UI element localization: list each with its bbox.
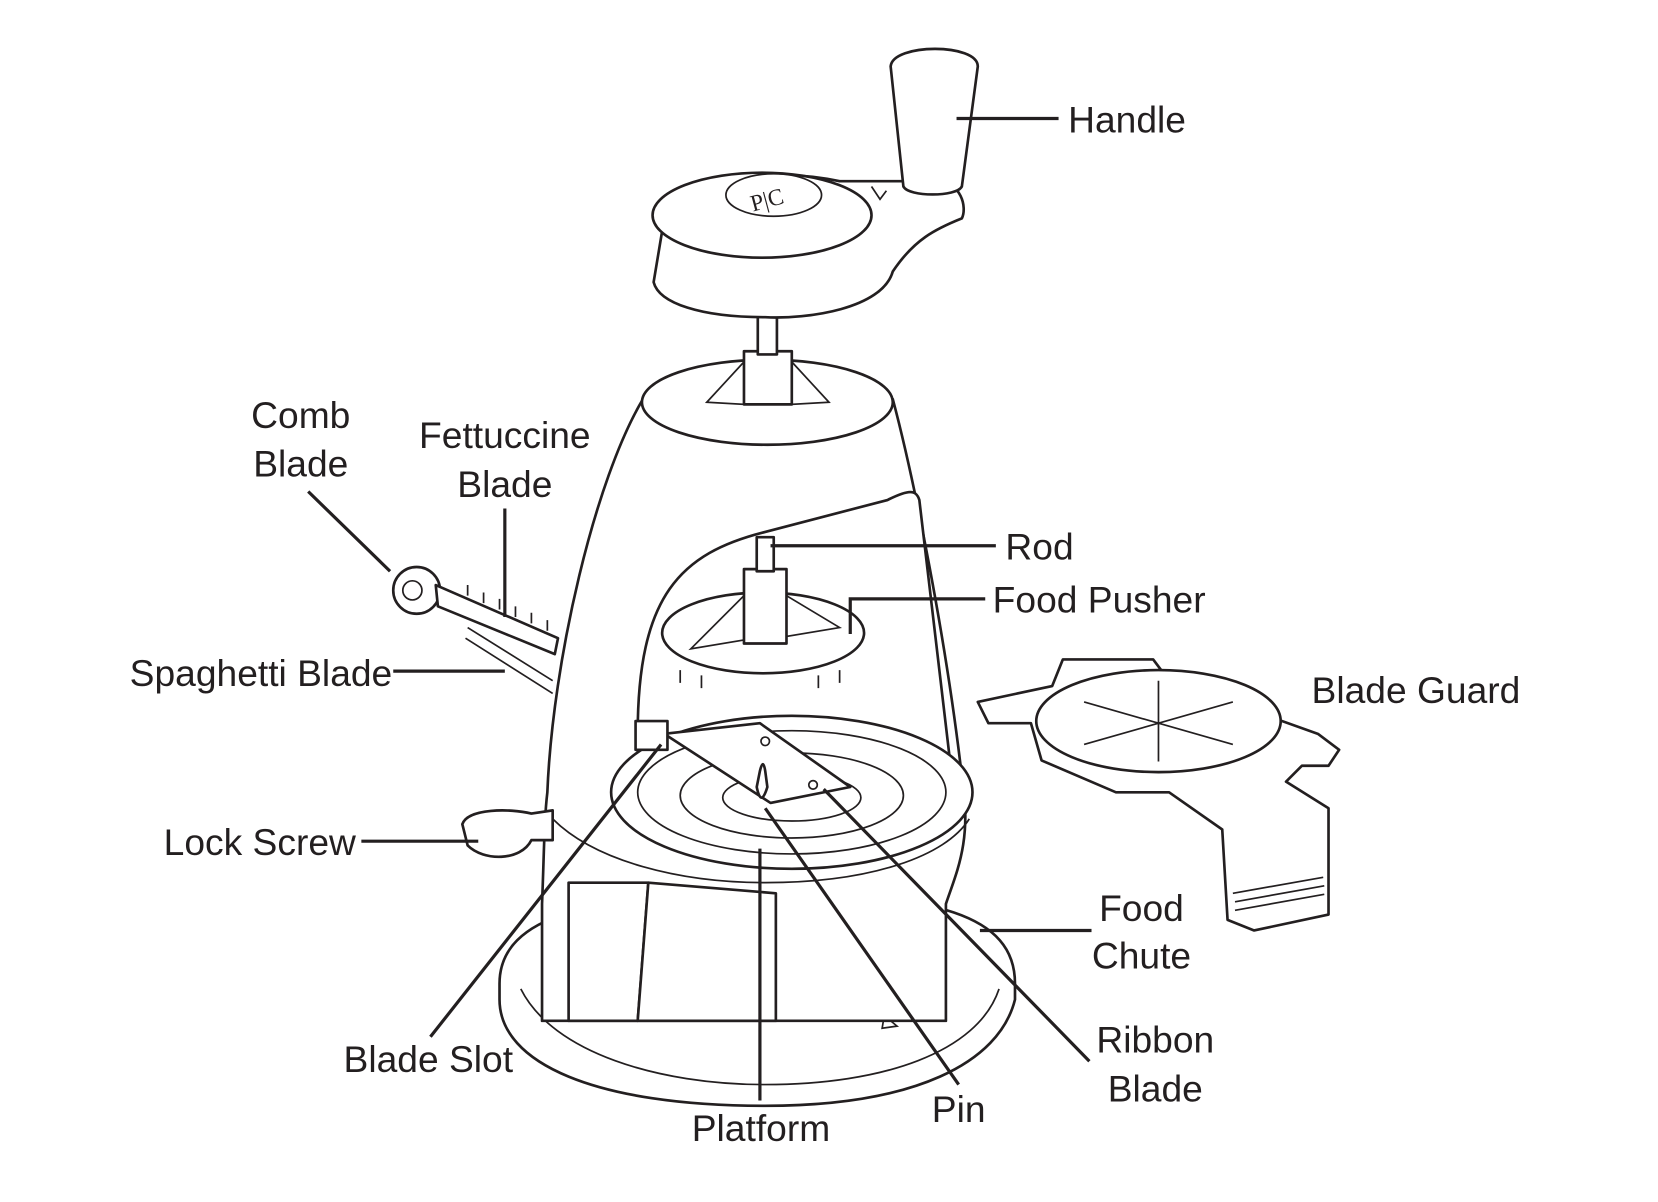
label-blade-slot: Blade Slot xyxy=(344,1038,514,1080)
label-fettuccine-blade-line2: Blade xyxy=(457,463,552,505)
label-ribbon-blade-line2: Blade xyxy=(1108,1068,1203,1110)
labels: Handle Comb Blade Fettuccine Blade Rod F… xyxy=(130,98,1521,1149)
leader-lines xyxy=(307,116,1092,1101)
blades-drawing xyxy=(391,565,560,695)
lock-screw-drawing xyxy=(460,809,554,859)
label-food-chute-line2: Chute xyxy=(1092,935,1191,977)
platform-drawing xyxy=(609,714,974,871)
blade-guard-drawing xyxy=(976,658,1341,932)
leader-pin xyxy=(763,807,960,1086)
label-comb-blade-line1: Comb xyxy=(251,394,350,436)
spiralizer-illustration: P|C xyxy=(391,47,1341,1108)
label-ribbon-blade-line1: Ribbon xyxy=(1096,1019,1214,1061)
housing xyxy=(540,358,971,1023)
label-rod: Rod xyxy=(1005,526,1073,568)
leader-food-pusher xyxy=(848,597,986,634)
label-spaghetti-blade: Spaghetti Blade xyxy=(130,652,393,694)
leader-blade-slot xyxy=(429,743,663,1038)
rod-top xyxy=(704,312,831,406)
label-handle: Handle xyxy=(1068,98,1186,140)
label-food-pusher: Food Pusher xyxy=(993,579,1206,621)
food-pusher-drawing xyxy=(660,535,866,689)
label-fettuccine-blade-line1: Fettuccine xyxy=(419,414,591,456)
label-comb-blade-line2: Blade xyxy=(253,443,348,485)
leader-comb-blade xyxy=(307,490,392,573)
leader-ribbon-blade xyxy=(822,788,1091,1063)
label-food-chute-line1: Food xyxy=(1099,887,1184,929)
label-blade-guard: Blade Guard xyxy=(1312,669,1521,711)
label-lock-screw: Lock Screw xyxy=(164,821,356,863)
label-pin: Pin xyxy=(932,1088,986,1130)
label-platform: Platform xyxy=(692,1107,830,1149)
handle-drawing: P|C xyxy=(651,47,980,319)
